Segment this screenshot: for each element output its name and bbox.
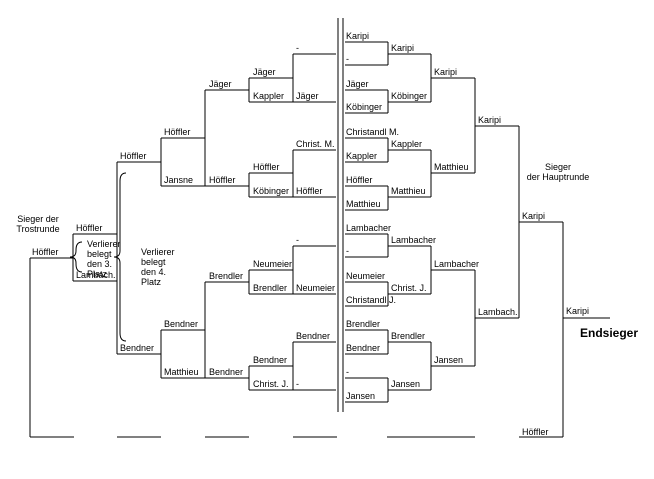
cons-r1-slot: Höffler [296, 186, 323, 196]
main-r2-slot: Christ. J. [391, 283, 427, 293]
cons-r1-slot: Neumeier [296, 283, 336, 293]
main-r1-slot: Jäger [346, 79, 369, 89]
brace-verlierer-4 [113, 172, 127, 342]
cons-winner: Höffler [32, 247, 59, 257]
main-r2-slot: Jansen [391, 379, 421, 389]
caption-verlierer-3: Verlierer belegt den 3. Platz [87, 239, 121, 279]
caption-sieger-hauptrunde: Sieger der Hauptrunde [518, 162, 598, 182]
caption-line: belegt [141, 257, 166, 267]
cons-r2-slot: Christ. J. [253, 379, 289, 389]
cons-r3-slot: Brendler [209, 271, 244, 281]
main-r2-slot: Köbinger [391, 91, 428, 101]
caption-verlierer-4: Verlierer belegt den 4. Platz [141, 247, 175, 287]
cons-r1-slot: - [296, 379, 299, 389]
caption-line: Verlierer [141, 247, 175, 257]
cons-r1-slot: Jäger [296, 91, 319, 101]
cons-r2-slot: Kappler [253, 91, 285, 101]
cons-r2-slot: Neumeier [253, 259, 293, 269]
main-r1-slot: Jansen [346, 391, 376, 401]
main-r1-slot: Matthieu [346, 199, 381, 209]
main-final-slot: Karipi [522, 211, 546, 221]
cons-r1-slot: Christ. M. [296, 139, 335, 149]
main-qf-slot: Matthieu [434, 162, 469, 172]
cons-r3-slot: Bendner [209, 367, 244, 377]
cons-r6-slot: Lambach. [76, 270, 116, 280]
cons-r5-slot: Bendner [120, 343, 155, 353]
main-r1-slot: Christandl M. [346, 127, 400, 137]
main-r2-slot: Kappler [391, 139, 423, 149]
main-r1-slot: - [346, 367, 349, 377]
main-r2-slot: Brendler [391, 331, 426, 341]
cons-r3-slot: Jäger [209, 79, 232, 89]
main-r1-slot: - [346, 54, 349, 64]
caption-line: Sieger [544, 162, 571, 172]
main-qf-slot: Karipi [434, 67, 458, 77]
caption-line: Verlierer [87, 239, 121, 249]
main-r1-slot: Christandl J. [346, 295, 397, 305]
caption-line: Platz [87, 269, 108, 279]
main-champion: Karipi [566, 306, 590, 316]
cons-r2-slot: Jäger [253, 67, 276, 77]
cons-r1-slot: Bendner [296, 331, 331, 341]
cons-r1-slot: - [296, 43, 299, 53]
main-r2-slot: Karipi [391, 43, 415, 53]
caption-line: der Hauptrunde [526, 172, 590, 182]
main-r1-slot: Brendler [346, 319, 381, 329]
main-r1-slot: - [346, 246, 349, 256]
caption-line: Platz [141, 277, 162, 287]
main-r2-slot: Matthieu [391, 186, 426, 196]
brace-verlierer-3 [69, 241, 83, 273]
main-sf-slot: Karipi [478, 115, 502, 125]
cons-r6-slot: Höffler [76, 223, 103, 233]
cons-r2-slot: Bendner [253, 355, 288, 365]
caption-line: belegt [87, 249, 112, 259]
main-r1-slot: Bendner [346, 343, 381, 353]
caption-line: den 3. [87, 259, 113, 269]
caption-sieger-trostrunde: Sieger der Trostrunde [6, 214, 70, 234]
caption-endsieger: Endsieger [580, 326, 639, 340]
main-qf-slot: Lambacher [434, 259, 480, 269]
cons-r2-slot: Höffler [253, 162, 280, 172]
cons-r3-slot: Höffler [209, 175, 236, 185]
main-r1-slot: Köbinger [346, 102, 383, 112]
cons-r4-slot: Jansne [164, 175, 194, 185]
main-r1-slot: Neumeier [346, 271, 386, 281]
main-sf-slot: Lambach. [478, 307, 518, 317]
main-r2-slot: Lambacher [391, 235, 437, 245]
main-r1-slot: Höffler [346, 175, 373, 185]
cons-r2-slot: Köbinger [253, 186, 290, 196]
caption-line: Trostrunde [16, 224, 60, 234]
main-qf-slot: Jansen [434, 355, 464, 365]
main-r1-slot: Kappler [346, 151, 378, 161]
main-r1-slot: Karipi [346, 31, 370, 41]
caption-line: den 4. [141, 267, 167, 277]
main-r1-slot: Lambacher [346, 223, 392, 233]
cons-r5-slot: Höffler [120, 151, 147, 161]
cons-r2-slot: Brendler [253, 283, 288, 293]
cons-r4-slot: Matthieu [164, 367, 199, 377]
cons-r1-slot: - [296, 235, 299, 245]
cons-bottom-finalist: Höffler [522, 427, 549, 437]
caption-line: Sieger der [17, 214, 59, 224]
cons-r4-slot: Bendner [164, 319, 199, 329]
cons-r4-slot: Höffler [164, 127, 191, 137]
